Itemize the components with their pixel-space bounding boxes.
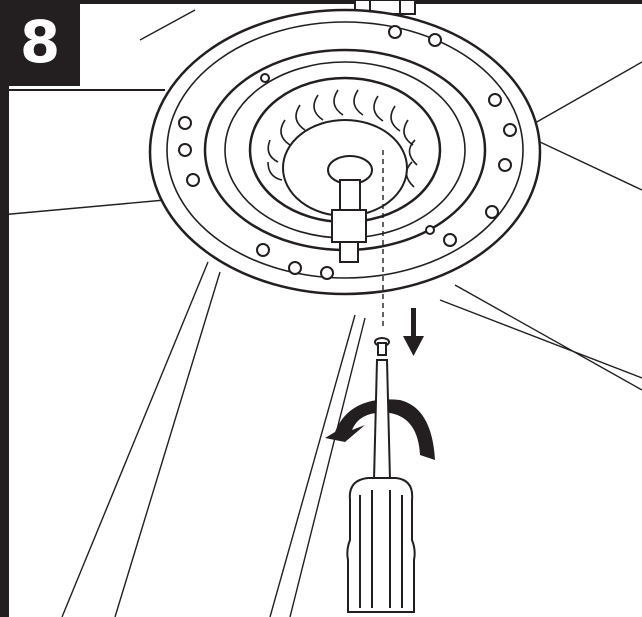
screw-icon bbox=[374, 337, 390, 356]
motor-housing bbox=[148, 8, 542, 296]
screwdriver-icon bbox=[346, 359, 416, 613]
rotation-arrow-icon bbox=[325, 399, 435, 460]
fan-wheel-vanes bbox=[267, 89, 418, 188]
step-badge: 8 bbox=[0, 0, 80, 86]
blade-lower-mid bbox=[269, 314, 356, 617]
motor-shaft bbox=[327, 155, 373, 263]
step-number: 8 bbox=[19, 8, 61, 76]
blade-right-lower bbox=[454, 284, 642, 391]
blade-right-upper bbox=[534, 61, 642, 124]
blade-lower-left-1 bbox=[61, 261, 209, 617]
fan-blades bbox=[0, 9, 642, 617]
housing-screws bbox=[178, 25, 517, 280]
left-frame-bar bbox=[0, 80, 9, 617]
blade-upper-left bbox=[139, 9, 196, 41]
down-arrow-icon bbox=[403, 308, 424, 356]
blade-left bbox=[0, 199, 166, 216]
